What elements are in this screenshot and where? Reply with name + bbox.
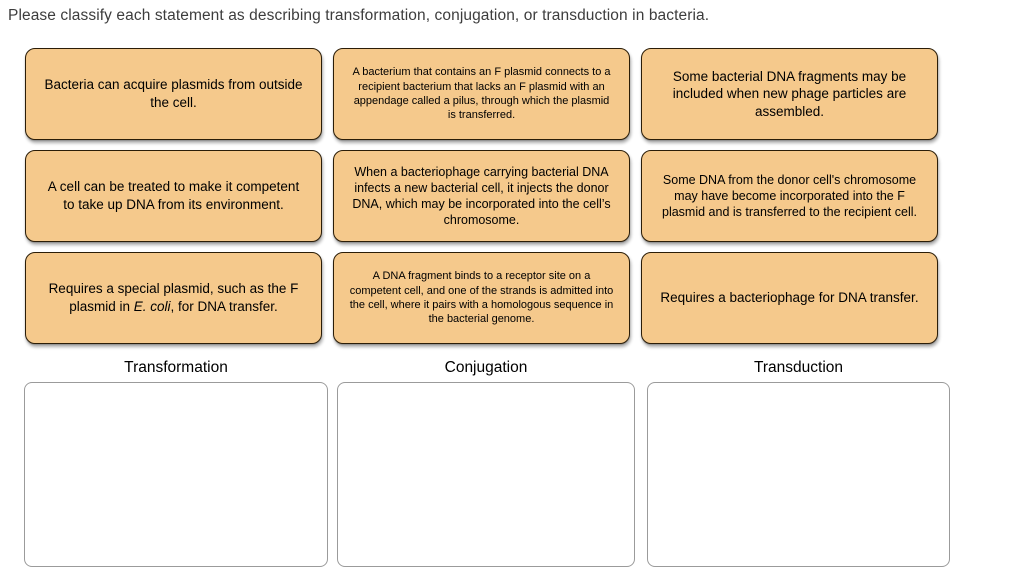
bin-label-transduction: Transduction xyxy=(753,359,844,376)
statement-text: A bacterium that contains an F plasmid c… xyxy=(352,66,611,122)
bin-label-conjugation: Conjugation xyxy=(444,359,528,376)
statement-card-plasmids-outside[interactable]: Bacteria can acquire plasmids from outsi… xyxy=(25,48,322,140)
statement-card-donor-chromosome-f-plasmid[interactable]: Some DNA from the donor cell's chromosom… xyxy=(641,150,938,242)
dropzone-transformation[interactable] xyxy=(24,382,328,567)
statement-text: A cell can be treated to make it compete… xyxy=(47,179,300,212)
statement-text: Some bacterial DNA fragments may be incl… xyxy=(672,68,907,119)
statement-text: Requires a bacteriophage for DNA transfe… xyxy=(660,290,919,306)
statement-text: Bacteria can acquire plasmids from outsi… xyxy=(44,77,303,110)
dropzone-conjugation[interactable] xyxy=(337,382,635,567)
statement-text-part: Requires a special plasmid, such as the … xyxy=(48,281,299,314)
statement-text: When a bacteriophage carrying bacterial … xyxy=(352,165,611,227)
prompt-text: Please classify each statement as descri… xyxy=(8,7,710,24)
statement-card-bacteriophage-injects[interactable]: When a bacteriophage carrying bacterial … xyxy=(333,150,630,242)
statement-text: A DNA fragment binds to a receptor site … xyxy=(349,270,614,326)
dropzone-transduction[interactable] xyxy=(647,382,950,567)
statement-text-part: , for DNA transfer. xyxy=(170,299,278,314)
statement-card-dna-receptor-site[interactable]: A DNA fragment binds to a receptor site … xyxy=(333,252,630,344)
statement-card-phage-particles[interactable]: Some bacterial DNA fragments may be incl… xyxy=(641,48,938,140)
statement-text-italic: E. coli xyxy=(133,299,171,314)
statement-card-requires-f-plasmid[interactable]: Requires a special plasmid, such as the … xyxy=(25,252,322,344)
statement-card-competent-cell[interactable]: A cell can be treated to make it compete… xyxy=(25,150,322,242)
bin-label-transformation: Transformation xyxy=(124,359,228,376)
statement-text: Some DNA from the donor cell's chromosom… xyxy=(662,173,917,219)
statement-card-requires-bacteriophage[interactable]: Requires a bacteriophage for DNA transfe… xyxy=(641,252,938,344)
statement-text: Requires a special plasmid, such as the … xyxy=(41,280,306,315)
statement-card-f-plasmid-pilus[interactable]: A bacterium that contains an F plasmid c… xyxy=(333,48,630,140)
statement-cards-grid: Bacteria can acquire plasmids from outsi… xyxy=(25,48,938,344)
